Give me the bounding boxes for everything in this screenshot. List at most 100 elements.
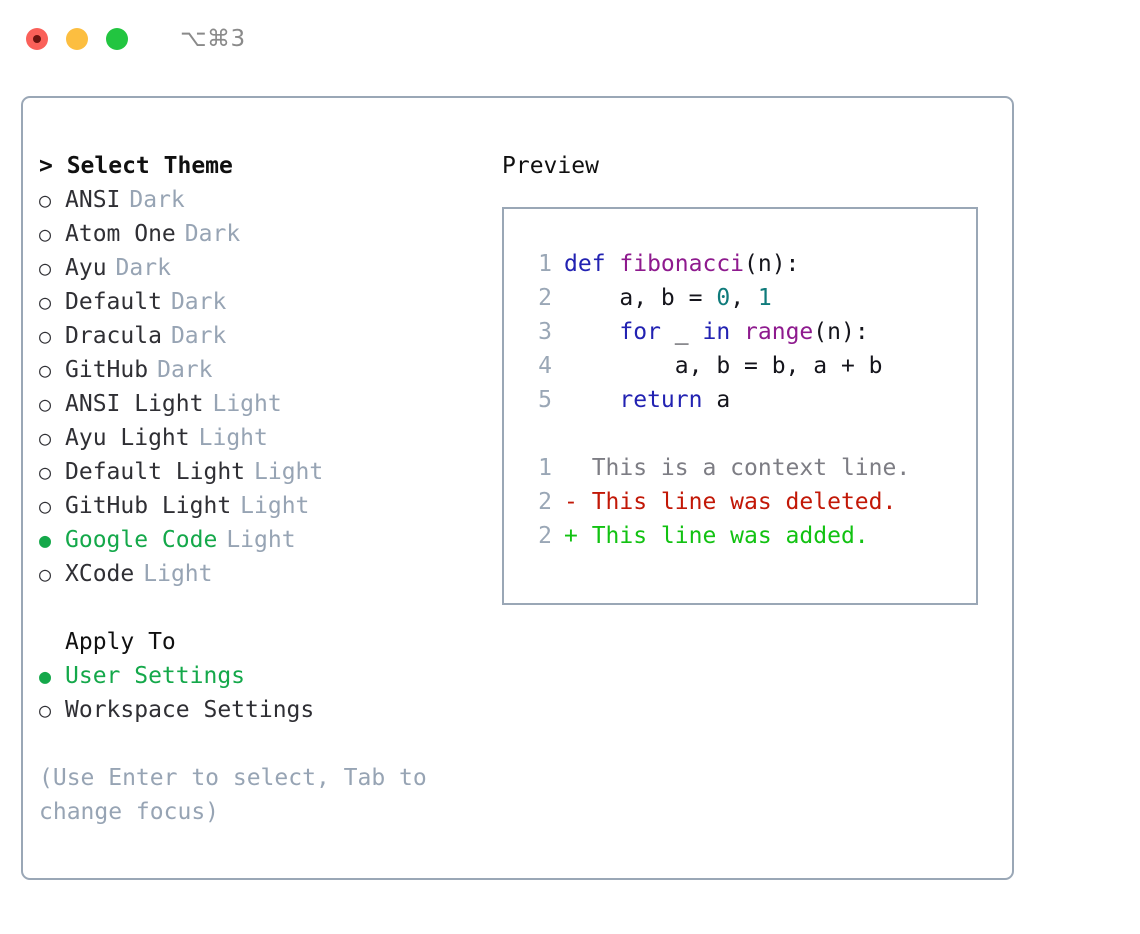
- theme-variant-tag: Dark: [157, 357, 213, 383]
- theme-option-label: XCode: [65, 561, 135, 587]
- code-line-number: 1: [538, 251, 552, 277]
- code-line: 2 a, b = 0, 1: [522, 281, 976, 315]
- theme-option-5[interactable]: ○ GitHub Dark: [39, 353, 494, 387]
- diff-line-text: + This line was added.: [564, 523, 869, 549]
- apply-to-option-1[interactable]: ○ Workspace Settings: [39, 693, 494, 727]
- window-controls: [26, 28, 128, 50]
- title-bar: ⌥⌘3: [0, 0, 1140, 78]
- code-token-plain: _: [660, 319, 703, 345]
- code-line-number: 3: [538, 319, 552, 345]
- diff-line-number: 2: [538, 523, 552, 549]
- code-diff-spacer: [522, 417, 976, 451]
- radio-empty-icon: ○: [39, 358, 52, 382]
- radio-empty-icon: ○: [39, 494, 52, 518]
- theme-option-11[interactable]: ○ XCode Light: [39, 557, 494, 591]
- code-token-num: 0: [716, 285, 731, 311]
- radio-empty-icon: ○: [39, 460, 52, 484]
- radio-selected-icon: ●: [39, 664, 52, 688]
- theme-variant-tag: Light: [254, 459, 324, 485]
- theme-variant-tag: Light: [226, 527, 296, 553]
- code-line-number: 2: [538, 285, 552, 311]
- code-token-plain: (n):: [813, 319, 869, 345]
- theme-option-label: Ayu: [65, 255, 107, 281]
- code-token-kw: for: [619, 319, 661, 345]
- radio-empty-icon: ○: [39, 562, 52, 586]
- radio-empty-icon: ○: [39, 290, 52, 314]
- theme-option-label: GitHub Light: [65, 493, 232, 519]
- theme-option-label: ANSI Light: [65, 391, 204, 417]
- code-token-num: 1: [757, 285, 772, 311]
- diff-line-number: 1: [538, 455, 552, 481]
- radio-empty-icon: ○: [39, 188, 52, 212]
- code-token-plain: a, b = b, a + b: [564, 353, 883, 379]
- theme-variant-tag: Light: [198, 425, 268, 451]
- code-token-kw: def: [564, 251, 620, 277]
- close-button[interactable]: [26, 28, 48, 50]
- section-spacer: [39, 591, 494, 625]
- code-line-text: for _ in range(n):: [564, 315, 869, 349]
- code-line-number: 4: [538, 353, 552, 379]
- theme-variant-tag: Light: [240, 493, 310, 519]
- radio-empty-icon: ○: [39, 324, 52, 348]
- code-line: 5 return a: [522, 383, 976, 417]
- apply-to-option-label: Workspace Settings: [65, 697, 315, 723]
- theme-option-label: Default: [65, 289, 162, 315]
- theme-variant-tag: Dark: [115, 255, 171, 281]
- code-token-fn: range: [744, 319, 814, 345]
- theme-option-2[interactable]: ○ Ayu Dark: [39, 251, 494, 285]
- keyboard-hint-text: (Use Enter to select, Tab to change focu…: [39, 765, 427, 825]
- code-token-fn: fibonacci: [619, 251, 745, 277]
- apply-to-option-list: ● User Settings ○ Workspace Settings: [39, 659, 494, 727]
- theme-option-label: Atom One: [65, 221, 176, 247]
- code-line: 3 for _ in range(n):: [522, 315, 976, 349]
- code-token-kw: return: [619, 387, 703, 413]
- code-token-plain: [564, 387, 619, 413]
- apply-to-option-0[interactable]: ● User Settings: [39, 659, 494, 693]
- diff-line-text: This is a context line.: [564, 455, 911, 481]
- zoom-button[interactable]: [106, 28, 128, 50]
- select-theme-header: > Select Theme: [39, 153, 233, 179]
- diff-line-add: 2 + This line was added.: [522, 519, 976, 553]
- theme-option-9[interactable]: ○ GitHub Light Light: [39, 489, 494, 523]
- code-line: 1 def fibonacci(n):: [522, 247, 976, 281]
- theme-variant-tag: Light: [212, 391, 282, 417]
- apply-to-option-label: User Settings: [65, 663, 246, 689]
- diff-sample: 1 This is a context line.2- This line wa…: [522, 451, 976, 553]
- radio-empty-icon: ○: [39, 256, 52, 280]
- code-line-text: a, b = 0, 1: [564, 281, 772, 315]
- theme-option-label: GitHub: [65, 357, 149, 383]
- theme-variant-tag: Light: [143, 561, 213, 587]
- diff-line-del: 2- This line was deleted.: [522, 485, 976, 519]
- code-token-plain: [564, 319, 619, 345]
- theme-option-label: Default Light: [65, 459, 246, 485]
- preview-header: Preview: [502, 153, 599, 179]
- radio-empty-icon: ○: [39, 426, 52, 450]
- apply-to-title: Apply To: [65, 629, 176, 655]
- code-token-kw: in: [702, 319, 731, 345]
- code-token-plain: (n):: [744, 251, 800, 277]
- minimize-button[interactable]: [66, 28, 88, 50]
- theme-option-label: Dracula: [65, 323, 162, 349]
- code-token-plain: a, b =: [564, 285, 717, 311]
- diff-line-text: - This line was deleted.: [564, 489, 897, 515]
- theme-option-8[interactable]: ○ Default Light Light: [39, 455, 494, 489]
- code-token-plain: ,: [730, 285, 758, 311]
- theme-variant-tag: Dark: [184, 221, 241, 247]
- theme-option-label: ANSI: [65, 187, 121, 213]
- keyboard-shortcut-indicator: ⌥⌘3: [180, 26, 246, 52]
- radio-empty-icon: ○: [39, 698, 52, 722]
- code-line-text: def fibonacci(n):: [564, 247, 799, 281]
